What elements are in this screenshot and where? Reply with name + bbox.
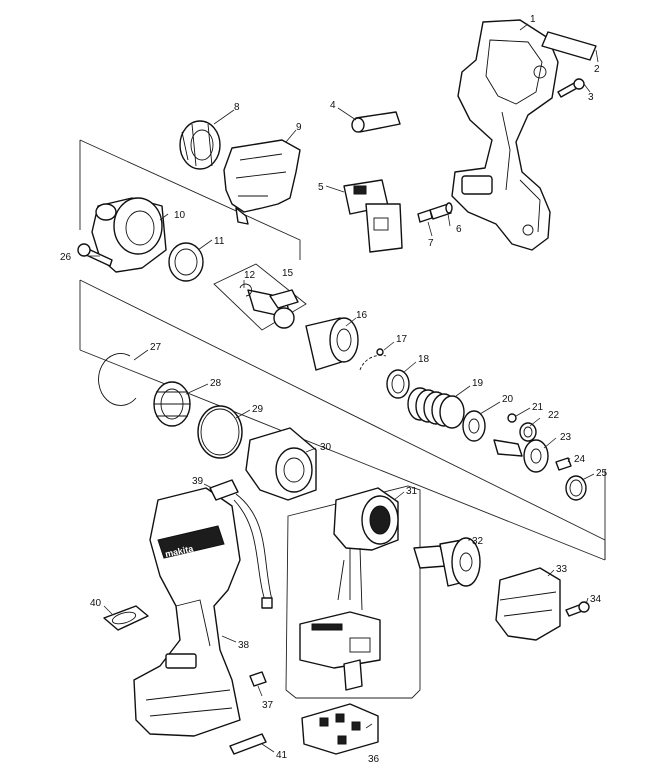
- callout-10: 10: [174, 210, 186, 221]
- callout-numbers: 1 2 3 4 5 6 7 8 9 10 11 12 15 16 17 18 1…: [60, 14, 608, 765]
- part-31-stator: [333, 487, 399, 611]
- part-38-housing-set: makita: [133, 487, 241, 737]
- part-7-pin: [417, 209, 433, 223]
- callout-16: 16: [356, 310, 368, 321]
- callout-18: 18: [418, 354, 430, 365]
- part-33-rear-cover: [495, 567, 561, 641]
- callout-32: 32: [472, 536, 484, 547]
- part-34-screw: [565, 601, 590, 617]
- part-26-bolt: [77, 243, 113, 267]
- part-21-steel-ball: [507, 413, 517, 423]
- callout-6: 6: [456, 224, 462, 235]
- callout-17: 17: [396, 334, 408, 345]
- part-20-washer: [462, 410, 486, 442]
- motor-assembly-frame: [285, 485, 421, 699]
- part-27-retaining-ring: [98, 353, 137, 406]
- part-39-lead-wire: [209, 479, 273, 609]
- part-11-washer: [168, 242, 204, 282]
- callout-27: 27: [150, 342, 162, 353]
- callout-23: 23: [560, 432, 572, 443]
- part-17-steel-ball: [359, 348, 387, 371]
- part-1-housing-half: [451, 19, 559, 251]
- part-30-internal-gear-housing: [245, 427, 317, 501]
- callout-5: 5: [318, 182, 324, 193]
- part-40-badge: [103, 605, 149, 631]
- callout-22: 22: [548, 410, 560, 421]
- leader-lines: [88, 23, 599, 753]
- callout-2: 2: [594, 64, 600, 75]
- part-15-anvil-assembly: [213, 263, 307, 331]
- callout-8: 8: [234, 102, 240, 113]
- callout-12: 12: [244, 270, 256, 281]
- part-41-rod: [229, 733, 267, 755]
- callout-31: 31: [406, 486, 418, 497]
- part-22-spur-gear: [519, 422, 537, 442]
- callout-20: 20: [502, 394, 514, 405]
- part-19-compression-spring: [407, 387, 465, 429]
- part-28-ring-gear: [153, 381, 191, 427]
- part-12-retaining-ring: [239, 283, 253, 297]
- callout-9: 9: [296, 122, 302, 133]
- callout-37: 37: [262, 700, 274, 711]
- part-3-screw: [557, 78, 585, 98]
- part-2-label-plate: [541, 31, 597, 61]
- callout-4: 4: [330, 100, 336, 111]
- part-37-connector: [249, 671, 267, 687]
- callout-25: 25: [596, 468, 608, 479]
- callout-7: 7: [428, 238, 434, 249]
- controller-board: [299, 611, 381, 691]
- part-5-switch: [343, 179, 403, 253]
- callout-40: 40: [90, 598, 102, 609]
- callout-24: 24: [574, 454, 586, 465]
- callout-26: 26: [60, 252, 72, 263]
- part-8-bumper-ring: [179, 120, 221, 170]
- callout-34: 34: [590, 594, 602, 605]
- part-10-hammer-case: [91, 197, 167, 273]
- callout-33: 33: [556, 564, 568, 575]
- callout-15: 15: [282, 268, 294, 279]
- part-4-switch-lever: [351, 111, 401, 133]
- part-36-terminal-block: [301, 703, 379, 755]
- callout-21: 21: [532, 402, 544, 413]
- part-24-pin: [555, 457, 572, 471]
- callout-30: 30: [320, 442, 332, 453]
- callout-36: 36: [368, 754, 380, 765]
- part-9-hammer-case-cover: [223, 139, 301, 225]
- callout-19: 19: [472, 378, 484, 389]
- part-18-flat-washer: [386, 369, 410, 399]
- callout-29: 29: [252, 404, 264, 415]
- part-16-hammer: [305, 317, 359, 371]
- part-29-o-ring: [197, 405, 243, 459]
- callout-11: 11: [214, 236, 225, 247]
- part-32-rotor: [413, 537, 481, 587]
- callout-3: 3: [588, 92, 594, 103]
- callout-1: 1: [530, 14, 536, 25]
- callout-38: 38: [238, 640, 250, 651]
- callout-39: 39: [192, 476, 204, 487]
- callout-41: 41: [276, 750, 288, 761]
- part-23-spindle: [493, 439, 549, 473]
- part-25-ring: [565, 475, 587, 501]
- callout-28: 28: [210, 378, 222, 389]
